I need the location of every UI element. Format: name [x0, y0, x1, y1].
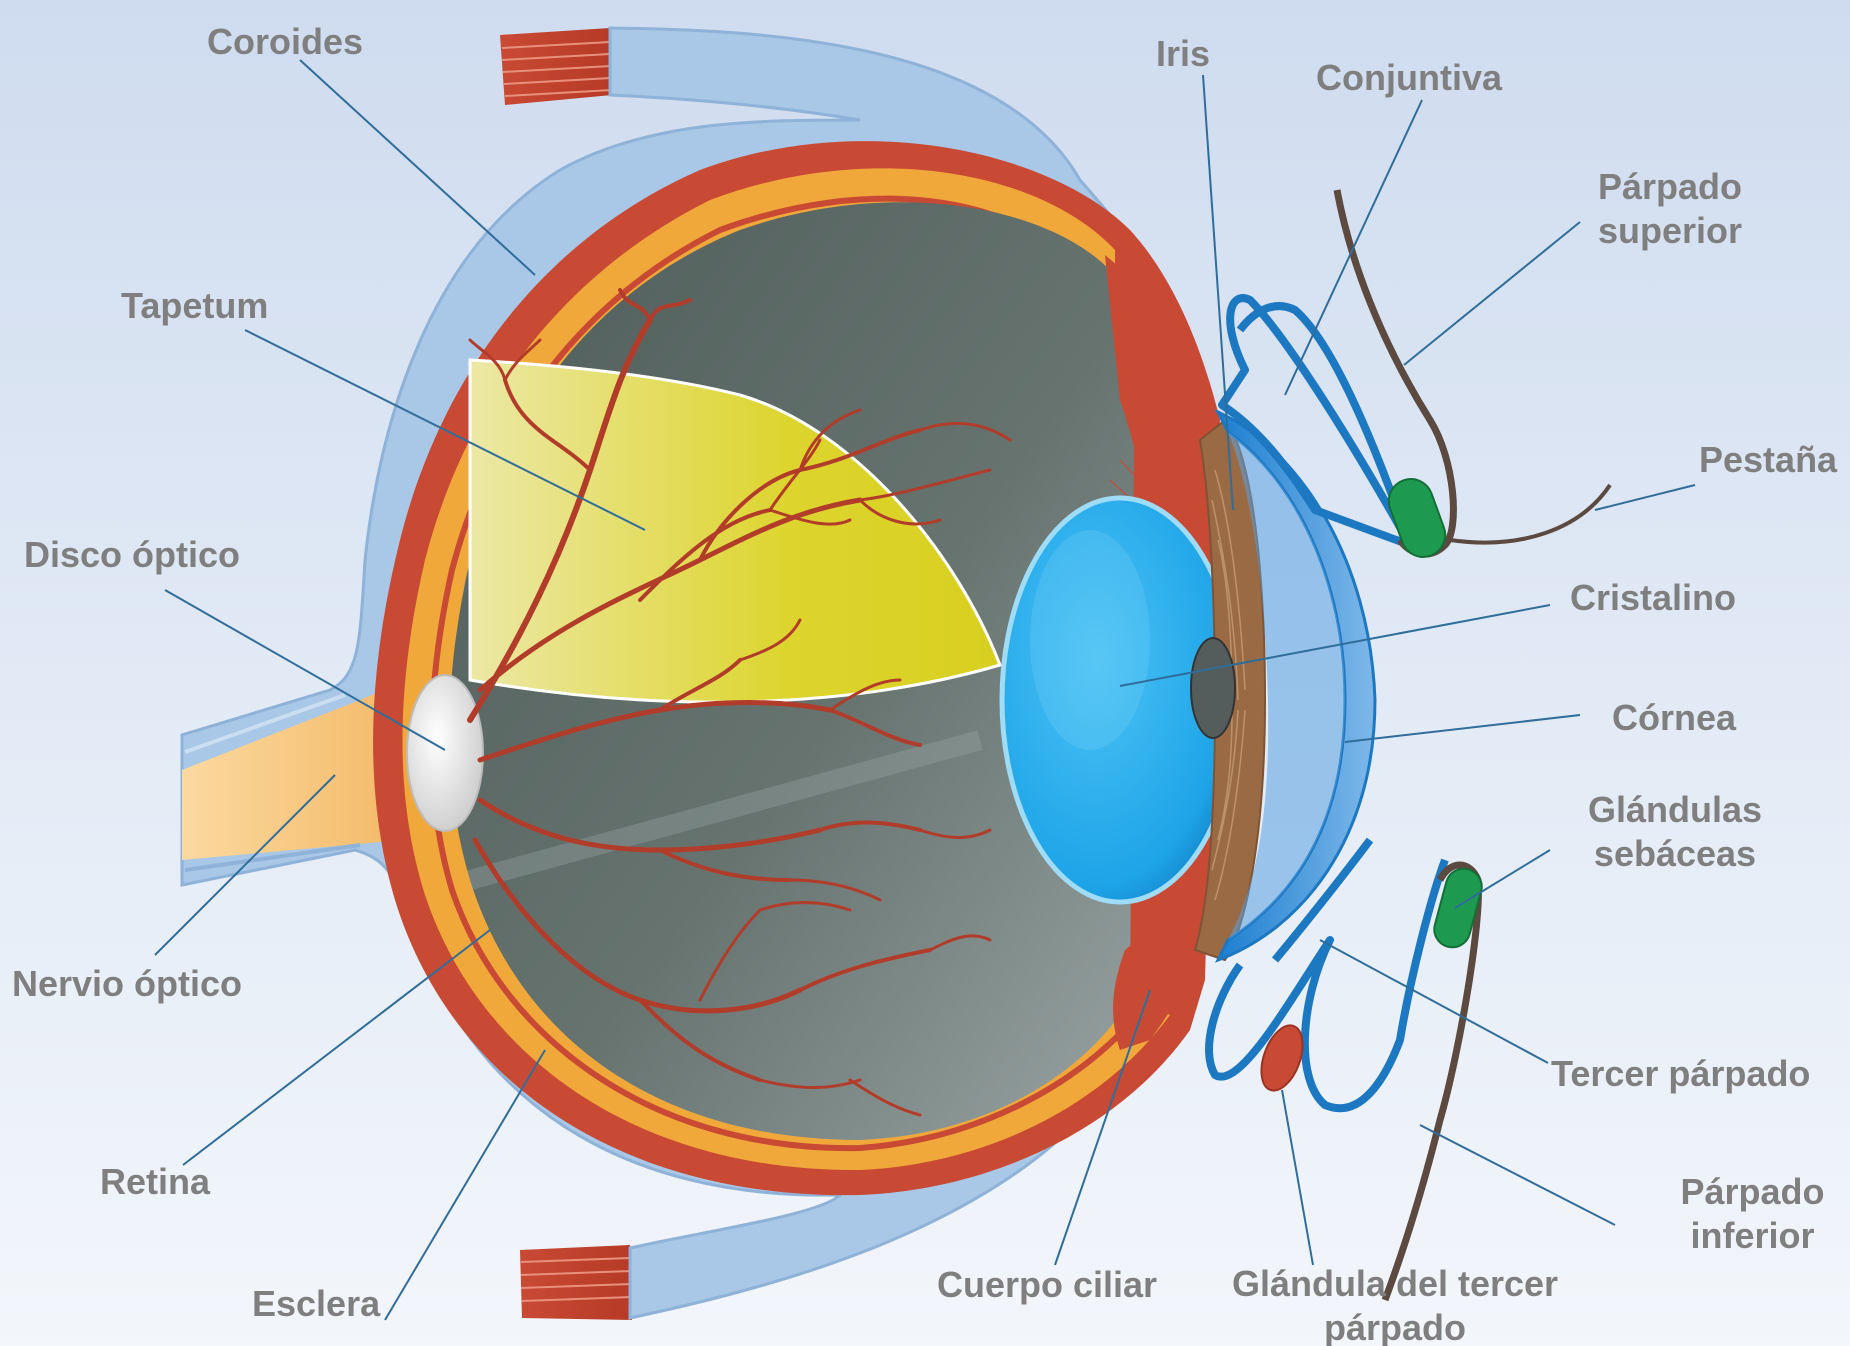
label-glandulas-sebaceas: Glándulas sebáceas [1560, 788, 1790, 876]
label-parpado-inferior: Párpado inferior [1655, 1170, 1850, 1258]
leader-parpado-superior [1404, 222, 1580, 365]
label-parpado-superior-line1: Párpado [1565, 165, 1775, 209]
label-cristalino: Cristalino [1570, 576, 1736, 620]
leader-coroides [300, 60, 535, 275]
label-parpado-inferior-line2: inferior [1655, 1214, 1850, 1258]
label-retina: Retina [100, 1160, 210, 1204]
muscle-top [500, 28, 612, 105]
label-pestana: Pestaña [1699, 438, 1837, 482]
optic-disc-shape [407, 675, 483, 831]
label-glandula-tercer-parpado: Glándula del tercer párpado [1205, 1262, 1585, 1346]
eyelash-shape [1450, 485, 1610, 543]
label-conjuntiva: Conjuntiva [1316, 56, 1502, 100]
label-parpado-superior: Párpado superior [1565, 165, 1775, 253]
label-esclera: Esclera [252, 1282, 380, 1326]
pupil-shape [1191, 638, 1235, 738]
label-glandula-line1: Glándula del tercer [1205, 1262, 1585, 1306]
leader-tercer-parpado [1320, 940, 1548, 1063]
label-cuerpo-ciliar: Cuerpo ciliar [937, 1263, 1157, 1307]
leader-parpado-inferior [1420, 1125, 1615, 1225]
label-glandula-line2: párpado [1205, 1306, 1585, 1346]
label-tapetum: Tapetum [121, 284, 268, 328]
label-parpado-inferior-line1: Párpado [1655, 1170, 1850, 1214]
leader-glandula [1282, 1090, 1313, 1265]
label-cornea: Córnea [1612, 696, 1736, 740]
label-coroides: Coroides [207, 20, 363, 64]
label-glandulas-sebaceas-line2: sebáceas [1560, 832, 1790, 876]
label-parpado-superior-line2: superior [1565, 209, 1775, 253]
leader-cornea [1345, 715, 1580, 742]
label-disco-optico: Disco óptico [24, 533, 240, 577]
label-tercer-parpado: Tercer párpado [1551, 1052, 1810, 1096]
label-iris: Iris [1156, 32, 1210, 76]
label-glandulas-sebaceas-line1: Glándulas [1560, 788, 1790, 832]
muscle-bottom [520, 1245, 632, 1320]
leader-conjuntiva [1285, 100, 1422, 395]
label-nervio-optico: Nervio óptico [12, 962, 242, 1006]
leader-pestana [1595, 485, 1695, 510]
